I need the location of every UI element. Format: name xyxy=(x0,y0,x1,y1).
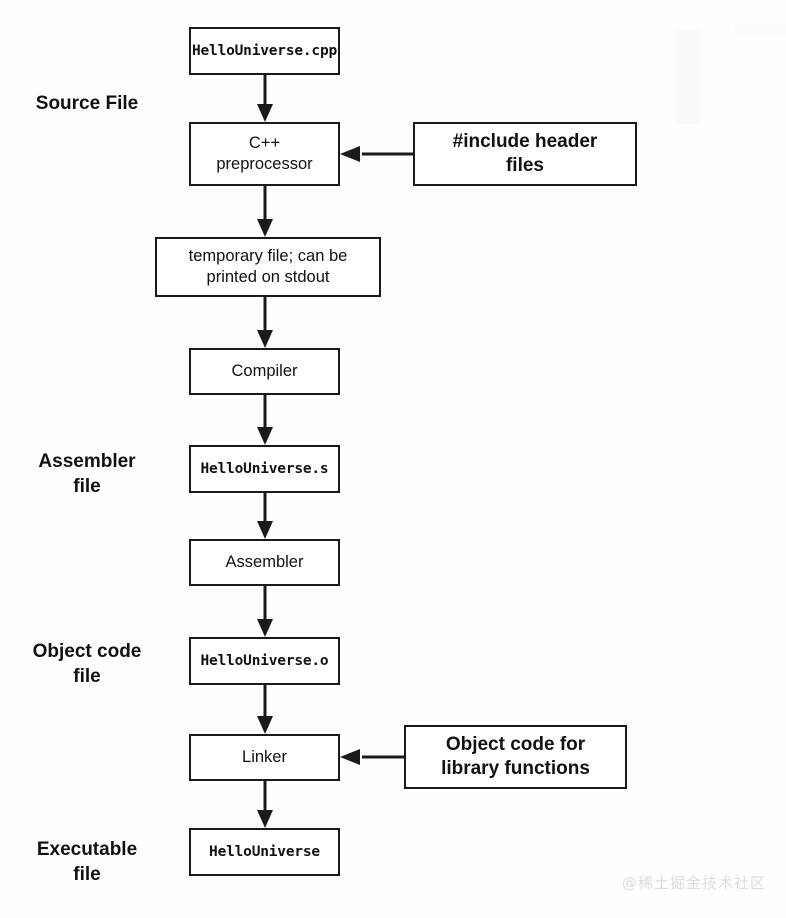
node-label: HelloUniverse.o xyxy=(200,652,329,669)
node-label: C++ preprocessor xyxy=(216,134,313,173)
edge-library-to-linker xyxy=(340,749,406,765)
background-artifact xyxy=(735,24,786,36)
stage-label-object-code-file: Object code file xyxy=(32,641,142,687)
stage-label-assembler-file: Assembler file xyxy=(38,451,136,497)
stage-label-source-file: Source File xyxy=(35,93,139,114)
background-artifact xyxy=(676,30,700,124)
edge-headers-to-preprocessor xyxy=(340,146,415,162)
node-hellouniverse-cpp[interactable]: HelloUniverse.cpp xyxy=(189,27,340,75)
node-label: Object code for library functions xyxy=(441,734,590,779)
node-label: #include header files xyxy=(452,131,598,176)
node-label: Compiler xyxy=(231,362,298,381)
node-label: temporary file; can be printed on stdout xyxy=(188,247,348,286)
edge-compiler-to-hellouniverse-s xyxy=(257,395,273,445)
edge-hellouniverse-o-to-linker xyxy=(257,685,273,734)
node-label: HelloUniverse.s xyxy=(200,460,329,477)
node-linker[interactable]: Linker xyxy=(189,734,340,781)
node-cpp-preprocessor[interactable]: C++ preprocessor xyxy=(189,122,340,186)
node-label: HelloUniverse.cpp xyxy=(192,42,338,59)
edge-linker-to-hellouniverse-exe xyxy=(257,781,273,828)
edge-preprocessor-to-temporary-file xyxy=(257,186,273,237)
node-hellouniverse-s[interactable]: HelloUniverse.s xyxy=(189,445,340,493)
node-object-code-library[interactable]: Object code for library functions xyxy=(404,725,627,789)
node-temporary-file[interactable]: temporary file; can be printed on stdout xyxy=(155,237,381,297)
edge-cpp-to-preprocessor xyxy=(257,75,273,122)
node-label: Linker xyxy=(242,748,287,767)
stage-label-executable-file: Executable file xyxy=(36,839,138,885)
node-include-header-files[interactable]: #include header files xyxy=(413,122,637,186)
node-compiler[interactable]: Compiler xyxy=(189,348,340,395)
watermark: @稀土掘金技术社区 xyxy=(622,874,767,892)
node-hellouniverse-o[interactable]: HelloUniverse.o xyxy=(189,637,340,685)
node-assembler[interactable]: Assembler xyxy=(189,539,340,586)
edge-assembler-to-hellouniverse-o xyxy=(257,586,273,637)
edge-hellouniverse-s-to-assembler xyxy=(257,493,273,539)
node-label: Assembler xyxy=(225,553,304,572)
node-label: HelloUniverse xyxy=(209,843,320,860)
node-hellouniverse-exe[interactable]: HelloUniverse xyxy=(189,828,340,876)
edge-temporary-file-to-compiler xyxy=(257,297,273,348)
